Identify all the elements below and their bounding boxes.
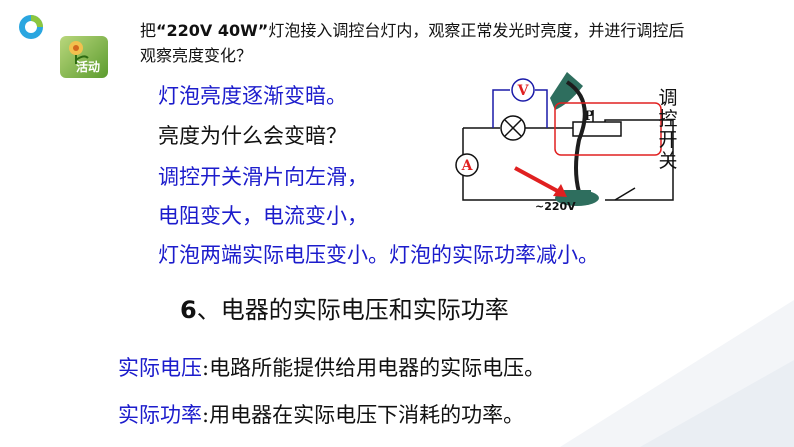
switch-label-char: 控 <box>658 108 678 130</box>
switch-label-char: 调 <box>658 87 678 109</box>
definition-actual-voltage: 实际电压:电路所能提供给用电器的实际电压。 <box>118 352 545 382</box>
task-prefix: 把 <box>140 21 157 40</box>
circuit-diagram: V A P ~220V <box>455 72 674 213</box>
observation-dimming: 灯泡亮度逐渐变暗。 <box>158 84 347 108</box>
definition-separator: : <box>202 356 210 380</box>
voltmeter-symbol <box>511 78 535 102</box>
observation-resistance: 电阻变大，电流变小， <box>158 204 368 228</box>
logo-icon <box>19 15 43 39</box>
pointer-arrow <box>514 166 564 196</box>
ammeter-label: A <box>461 158 474 174</box>
switch-highlight-frame <box>554 102 662 156</box>
task-bulb-rating: “220V 40W” <box>156 21 269 40</box>
task-instruction: 把“220V 40W”灯泡接入调控台灯内，观察正常发光时亮度，并进行调控后观察亮… <box>140 18 700 68</box>
supply-label: ~220V <box>535 200 576 213</box>
section-title: 、电器的实际电压和实际功率 <box>196 296 509 324</box>
observation-slider: 调控开关滑片向左滑， <box>158 165 368 189</box>
task-rest: 灯泡接入调控台灯内，观察正常发光时亮度，并进行调控后观察亮度变化？ <box>140 21 685 65</box>
observation-question: 亮度为什么会变暗？ <box>158 124 347 148</box>
switch-label: 调 控 开 关 <box>657 88 679 172</box>
activity-badge: 活动 <box>60 36 108 78</box>
definition-separator: : <box>202 403 210 427</box>
observation-conclusion: 灯泡两端实际电压变小。灯泡的实际功率减小。 <box>158 243 599 267</box>
definition-actual-power: 实际功率:用电器在实际电压下消耗的功率。 <box>118 399 524 429</box>
definition-text: 用电器在实际电压下消耗的功率。 <box>209 403 525 427</box>
slider-p-label: P <box>584 109 594 124</box>
ammeter-symbol <box>455 153 479 177</box>
switch-label-char: 开 <box>658 129 678 151</box>
definition-term: 实际功率 <box>118 403 202 427</box>
activity-label: 活动 <box>76 60 101 74</box>
desk-lamp-illustration <box>550 72 599 206</box>
definition-term: 实际电压 <box>118 356 202 380</box>
definition-text: 电路所能提供给用电器的实际电压。 <box>209 356 546 380</box>
switch-label-char: 关 <box>658 150 678 172</box>
section-number: 6 <box>180 296 197 324</box>
plant-icon <box>69 41 89 64</box>
section-heading: 6、电器的实际电压和实际功率 <box>180 290 509 325</box>
voltmeter-label: V <box>517 83 530 99</box>
